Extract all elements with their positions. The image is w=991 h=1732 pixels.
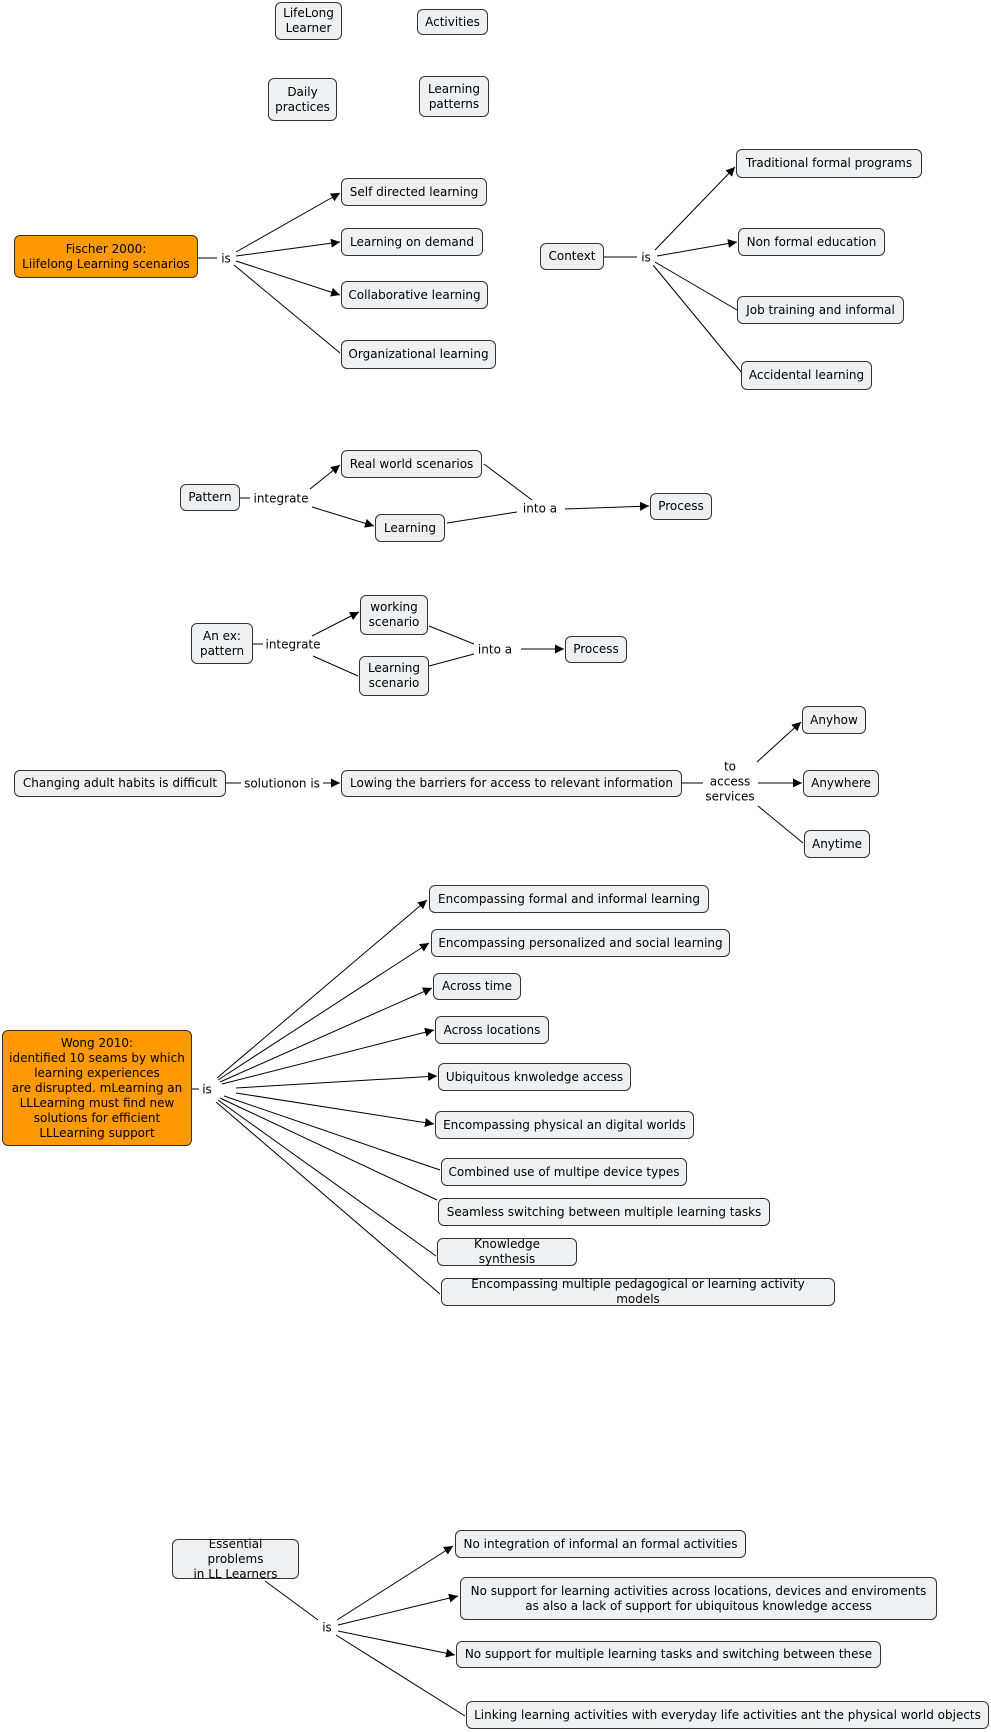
link-line bbox=[264, 1580, 319, 1621]
link-line bbox=[756, 721, 802, 763]
link-label-integrate: integrate bbox=[251, 491, 311, 507]
concept-node-changing-adult-habits[interactable]: Changing adult habits is difficult bbox=[14, 770, 226, 797]
concept-node-ubiquitous-access[interactable]: Ubiquitous knwoledge access bbox=[438, 1063, 631, 1091]
concept-node-learning-scenario[interactable]: Learning scenario bbox=[359, 656, 429, 696]
link-label-into-a: into a bbox=[475, 642, 515, 658]
concept-node-pattern[interactable]: Pattern bbox=[180, 484, 240, 511]
link-label-to-access-services: to access services bbox=[703, 759, 757, 805]
link-label-integrate: integrate bbox=[263, 637, 323, 653]
concept-node-no-integration[interactable]: No integration of informal an formal act… bbox=[455, 1530, 746, 1558]
link-line bbox=[483, 463, 533, 501]
link-line bbox=[564, 501, 650, 511]
link-line bbox=[219, 987, 433, 1083]
concept-node-knowledge-synthesis[interactable]: Knowledge synthesis bbox=[437, 1237, 577, 1266]
concept-node-personalized-social[interactable]: Encompassing personalized and social lea… bbox=[431, 929, 730, 957]
concept-node-working-scenario[interactable]: working scenario bbox=[360, 595, 428, 635]
link-line bbox=[235, 1072, 438, 1089]
link-line bbox=[217, 942, 430, 1081]
link-label-is: is bbox=[639, 250, 653, 266]
link-line bbox=[233, 264, 341, 354]
concept-node-organizational-learning[interactable]: Organizational learning bbox=[341, 340, 496, 369]
concept-node-learning-patterns[interactable]: Learning patterns bbox=[419, 76, 489, 117]
concept-node-learning[interactable]: Learning bbox=[375, 514, 445, 542]
link-line bbox=[337, 1593, 459, 1626]
link-line bbox=[428, 653, 475, 667]
concept-node-real-world-scenarios[interactable]: Real world scenarios bbox=[341, 450, 482, 478]
link-label-solution-is: solutionon is bbox=[242, 776, 322, 792]
link-line bbox=[235, 260, 341, 297]
concept-node-collaborative-learning[interactable]: Collaborative learning bbox=[341, 281, 488, 309]
link-line bbox=[235, 192, 341, 253]
link-label-into-a: into a bbox=[520, 501, 560, 517]
concept-node-non-formal-education[interactable]: Non formal education bbox=[738, 228, 885, 256]
concept-node-no-support-locations[interactable]: No support for learning activities acros… bbox=[460, 1577, 937, 1620]
concept-node-process[interactable]: Process bbox=[650, 493, 712, 520]
link-line bbox=[235, 238, 341, 257]
concept-node-formal-informal[interactable]: Encompassing formal and informal learnin… bbox=[429, 885, 709, 913]
concept-node-linking-activities[interactable]: Linking learning activities with everyda… bbox=[466, 1701, 989, 1729]
concept-node-fischer[interactable]: Fischer 2000: Liifelong Learning scenari… bbox=[14, 235, 198, 278]
concept-node-process[interactable]: Process bbox=[565, 636, 627, 663]
concept-node-learning-on-demand[interactable]: Learning on demand bbox=[341, 228, 483, 256]
concept-node-traditional-formal-programs[interactable]: Traditional formal programs bbox=[736, 149, 922, 178]
concept-node-accidental-learning[interactable]: Accidental learning bbox=[741, 361, 872, 390]
concept-node-lowing-the-barriers[interactable]: Lowing the barriers for access to releva… bbox=[341, 770, 682, 797]
link-line bbox=[312, 655, 359, 677]
link-line bbox=[309, 464, 341, 490]
concept-node-multiple-device-types[interactable]: Combined use of multipe device types bbox=[441, 1158, 687, 1186]
link-line bbox=[446, 511, 518, 524]
link-line bbox=[219, 1097, 438, 1201]
concept-node-seamless-switching[interactable]: Seamless switching between multiple lear… bbox=[438, 1198, 770, 1226]
concept-node-anytime[interactable]: Anytime bbox=[804, 830, 870, 858]
concept-node-physical-digital[interactable]: Encompassing physical an digital worlds bbox=[435, 1111, 694, 1139]
link-line bbox=[311, 506, 375, 528]
link-line bbox=[656, 239, 738, 257]
concept-node-daily-practices[interactable]: Daily practices bbox=[268, 78, 337, 121]
link-line bbox=[223, 1095, 441, 1171]
link-line bbox=[221, 1027, 435, 1085]
link-line bbox=[654, 261, 738, 311]
concept-node-an-ex-pattern[interactable]: An ex: pattern bbox=[191, 623, 253, 664]
concept-node-anywhere[interactable]: Anywhere bbox=[803, 770, 879, 797]
link-line bbox=[652, 264, 743, 374]
concept-node-pedagogical-models[interactable]: Encompassing multiple pedagogical or lea… bbox=[441, 1277, 835, 1306]
concept-node-job-training-and-informal[interactable]: Job training and informal bbox=[737, 296, 904, 324]
concept-node-activities[interactable]: Activities bbox=[417, 9, 488, 35]
concept-node-across-locations[interactable]: Across locations bbox=[435, 1016, 549, 1044]
concept-node-self-directed-learning[interactable]: Self directed learning bbox=[341, 178, 487, 206]
link-line bbox=[336, 1545, 454, 1621]
link-line bbox=[235, 1092, 435, 1128]
link-line bbox=[216, 899, 428, 1079]
concept-node-anyhow[interactable]: Anyhow bbox=[802, 706, 866, 734]
link-line bbox=[217, 1099, 437, 1257]
link-label-is: is bbox=[320, 1620, 334, 1636]
link-line bbox=[311, 611, 360, 637]
link-label-is: is bbox=[200, 1082, 214, 1098]
link-line bbox=[215, 1101, 441, 1295]
link-line bbox=[757, 805, 804, 844]
link-line bbox=[337, 1630, 456, 1658]
link-line bbox=[654, 166, 736, 251]
concept-node-lifelong-learner[interactable]: LifeLong Learner bbox=[275, 2, 342, 40]
link-line bbox=[335, 1634, 466, 1717]
concept-node-context[interactable]: Context bbox=[540, 243, 604, 270]
concept-node-across-time[interactable]: Across time bbox=[433, 973, 521, 1000]
concept-node-essential-problems[interactable]: Essential problems in LL Learners bbox=[172, 1537, 299, 1581]
link-label-is: is bbox=[219, 251, 233, 267]
link-line bbox=[428, 625, 475, 645]
concept-node-wong[interactable]: Wong 2010: identified 10 seams by which … bbox=[2, 1030, 192, 1146]
concept-node-no-support-multiple-tasks[interactable]: No support for multiple learning tasks a… bbox=[456, 1641, 881, 1668]
